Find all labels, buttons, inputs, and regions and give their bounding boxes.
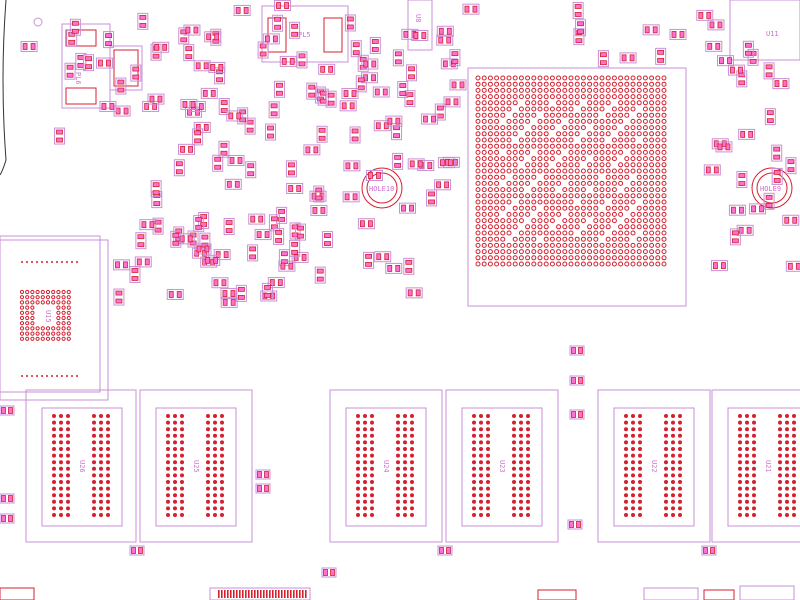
label-u26: U26: [78, 460, 86, 473]
u22-outline: [597, 389, 711, 543]
passive-components: [0, 0, 800, 578]
u24-inner: [345, 407, 427, 527]
u21-outline: [711, 389, 800, 543]
label-u21: U21: [764, 460, 772, 473]
label-u11: U11: [766, 30, 779, 38]
label-hole10: HOLE10: [369, 185, 394, 193]
bottom-connector: [209, 587, 311, 600]
u25-outline: [139, 389, 253, 543]
u15-outline: [0, 235, 101, 393]
label-u15: U15: [44, 310, 52, 323]
label-hole9: HOLE9: [760, 185, 781, 193]
u15-ball-array: [19, 261, 78, 377]
label-u22: U22: [650, 460, 658, 473]
bga-main-outline: [467, 67, 687, 307]
u23-outline: [445, 389, 559, 543]
u24-outline: [329, 389, 443, 543]
memory-ball-arrays: [52, 414, 796, 517]
u23-inner: [461, 407, 543, 527]
label-u23: U23: [498, 460, 506, 473]
label-pl5: PL5: [298, 31, 311, 39]
u11-outline: [729, 0, 800, 61]
u22-inner: [613, 407, 695, 527]
u8-outline: [407, 0, 433, 51]
u26-inner: [41, 407, 123, 527]
label-u8: U8: [414, 14, 422, 22]
u26-outline: [25, 389, 137, 543]
u21-inner: [727, 407, 800, 527]
board-edge: [0, 0, 7, 176]
bottom-connector-pins: [218, 590, 307, 598]
label-u24: U24: [382, 460, 390, 473]
u25-inner: [155, 407, 237, 527]
label-pl6: PL6: [74, 72, 82, 85]
label-u25: U25: [192, 460, 200, 473]
u15-outline-2: [0, 239, 109, 401]
bga-ball-array: [475, 75, 667, 267]
